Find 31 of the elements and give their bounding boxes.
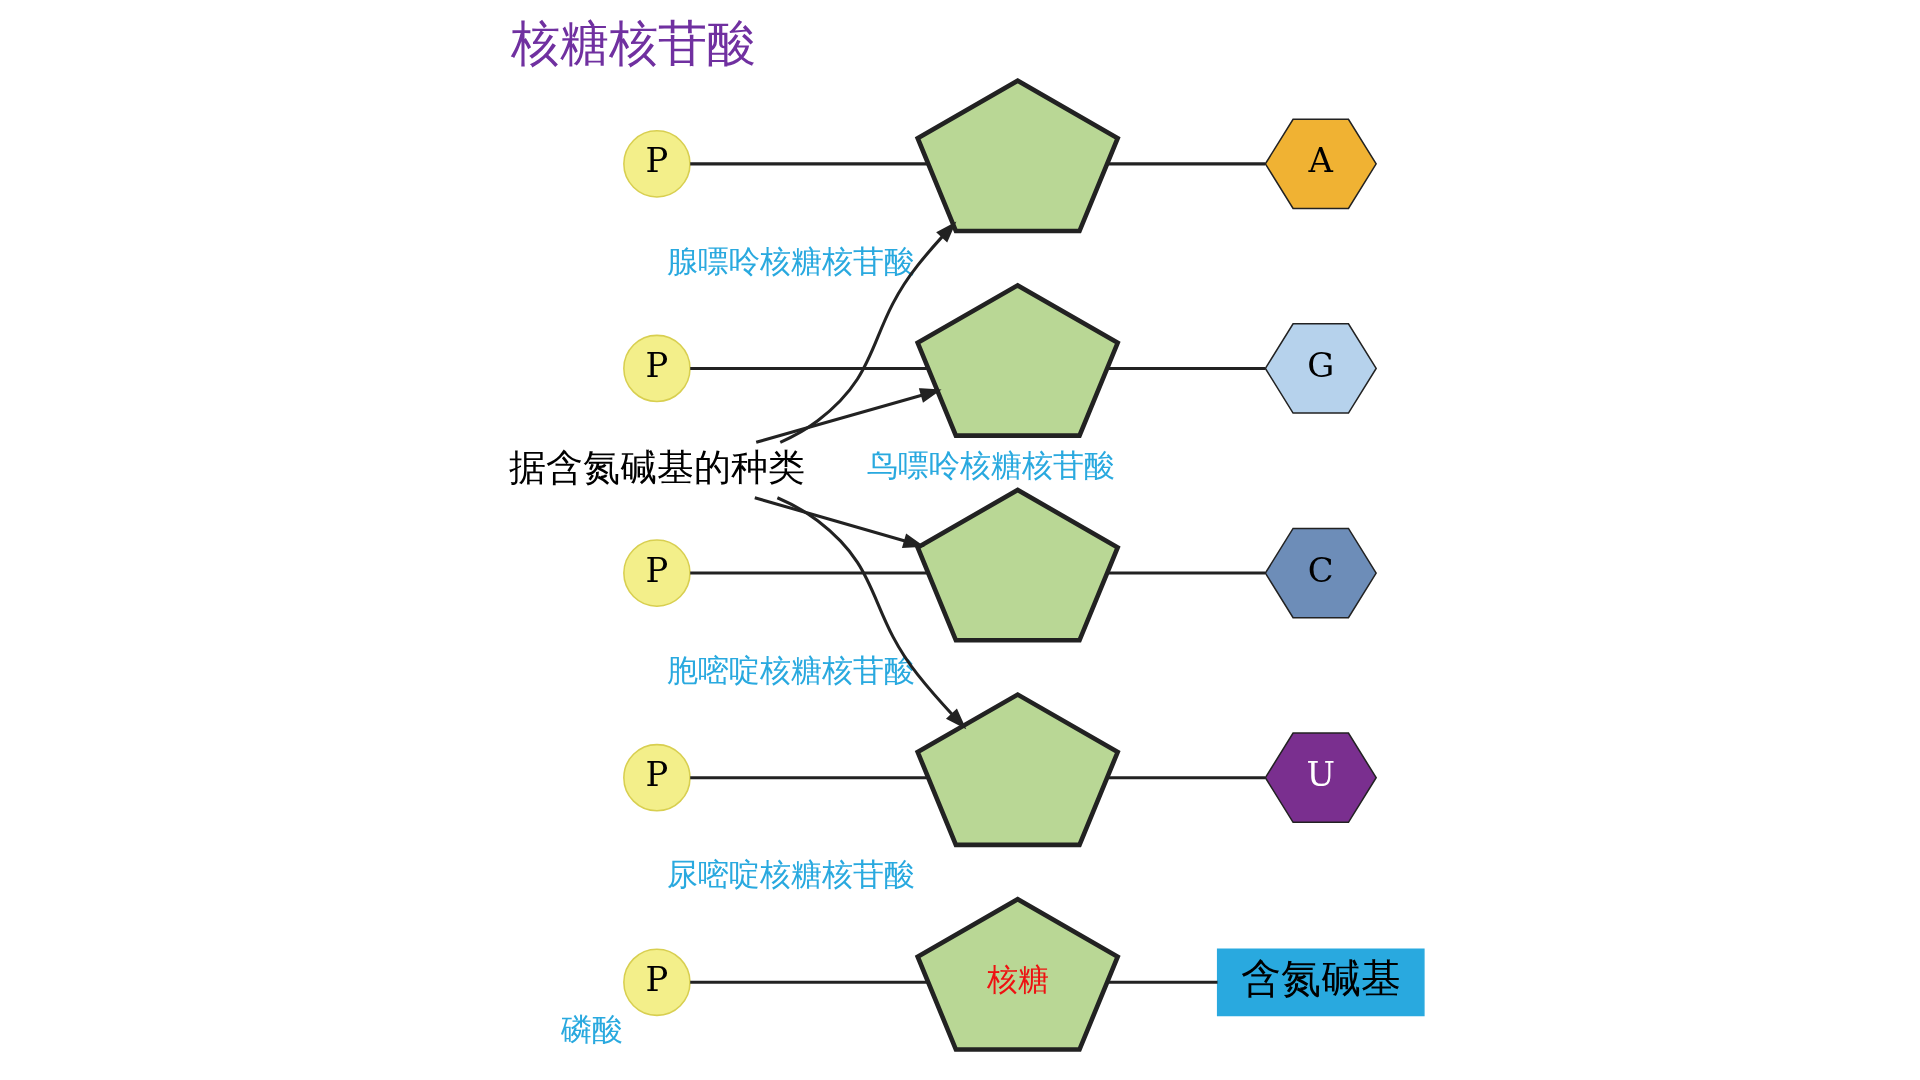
arrow xyxy=(776,496,967,730)
node-pentagon xyxy=(914,282,1121,438)
node-circle: P xyxy=(623,539,691,607)
node-pentagon xyxy=(914,78,1121,234)
arrow xyxy=(755,388,942,444)
node-circle: P xyxy=(623,948,691,1017)
node-circle: P xyxy=(623,130,691,198)
node-label: 鸟嘌呤核糖核苷酸 xyxy=(866,447,1115,484)
node-box: 含氮碱基 xyxy=(1216,948,1425,1017)
node-label: 尿嘧啶核糖核苷酸 xyxy=(666,856,915,893)
node-label: 腺嘌呤核糖核苷酸 xyxy=(666,242,915,279)
node-label: 磷酸 xyxy=(560,1011,623,1047)
node-label: 胞嘧啶核糖核苷酸 xyxy=(666,651,915,688)
connector xyxy=(1107,162,1266,166)
connector xyxy=(1107,571,1266,575)
node-pentagon xyxy=(914,487,1121,643)
connector xyxy=(690,571,928,575)
diagram-title: 核糖核苷酸 xyxy=(510,14,756,73)
connector xyxy=(1107,980,1218,984)
connector xyxy=(690,776,928,780)
connector xyxy=(690,980,928,984)
connector xyxy=(1107,366,1266,370)
node-circle: P xyxy=(623,334,691,403)
node-text: 据含氮碱基的种类 xyxy=(508,445,805,489)
arrow xyxy=(754,496,925,549)
node-pentagon xyxy=(914,691,1121,848)
arrow xyxy=(779,221,957,444)
connector xyxy=(690,162,928,166)
connector xyxy=(1107,776,1266,780)
node-circle: P xyxy=(623,743,691,812)
connector xyxy=(690,366,928,370)
